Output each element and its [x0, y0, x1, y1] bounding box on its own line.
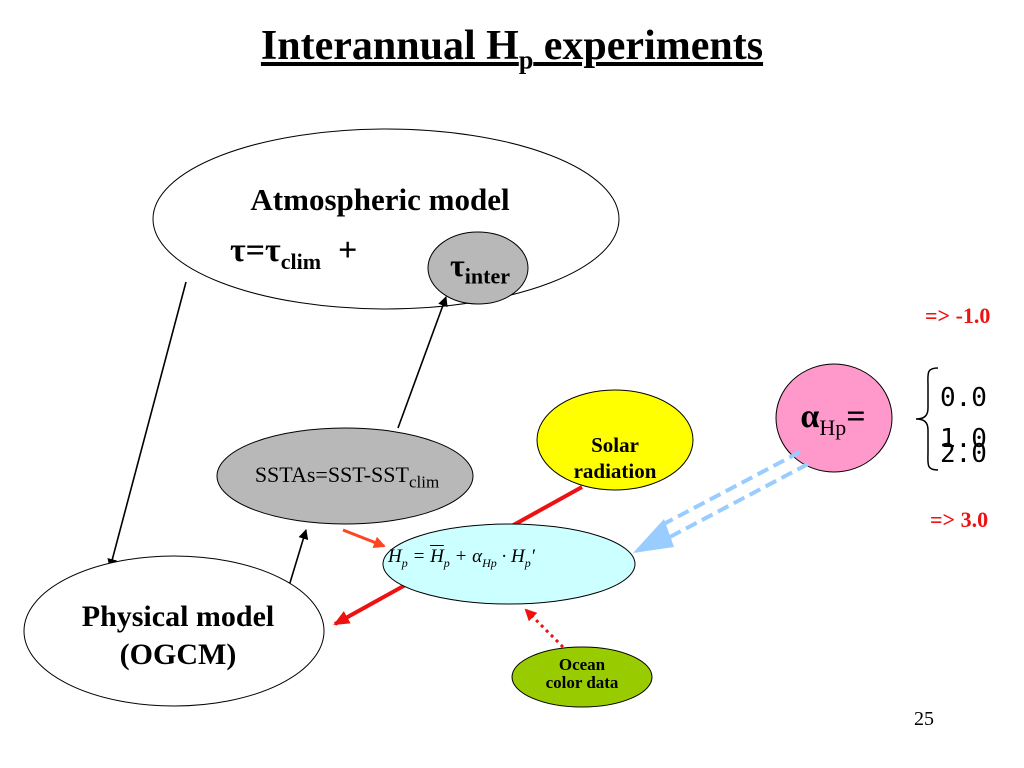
- alpha-value-2: 2.0: [940, 439, 987, 469]
- ssta-ellipse: [216, 427, 474, 525]
- solar-line2: radiation: [573, 459, 657, 483]
- physical-model-label: Physical model (OGCM): [28, 598, 328, 674]
- alpha-value-0: 0.0: [940, 383, 987, 413]
- physical-model-line1: Physical model: [81, 600, 275, 633]
- solar-radiation-ellipse: [536, 389, 694, 491]
- hp-formula: Hp = Hp + αHp · Hp′: [388, 546, 535, 570]
- alpha-hp-label: αHp=: [800, 398, 866, 440]
- ssta-label: SSTAs=SST-SSTclim: [254, 462, 440, 492]
- ocean-line2: color data: [545, 673, 619, 692]
- page-number: 25: [914, 708, 934, 730]
- solar-line1: Solar: [591, 433, 639, 457]
- alpha-value-1: 1.0: [940, 424, 987, 454]
- tau-inter-ellipse: [427, 231, 529, 305]
- ocean-line1: Ocean: [558, 655, 606, 674]
- tau-equation: τ=τclim +: [230, 232, 358, 274]
- alpha-to-formula-line-b: [667, 462, 809, 540]
- ocean-color-ellipse: [511, 646, 653, 708]
- tau-inter-label: τinter: [450, 247, 510, 289]
- ocean-to-ssta-arrow: [288, 529, 309, 587]
- ssta-to-formula-arrow: [342, 528, 386, 548]
- note-three: => 3.0: [930, 507, 989, 532]
- alpha-to-formula-line-a: [659, 450, 801, 528]
- alpha-ellipse: [775, 363, 893, 473]
- physical-model-line2: (OGCM): [119, 638, 237, 671]
- note-minus-one: => -1.0: [925, 303, 991, 328]
- formula-ellipse: [382, 523, 636, 605]
- atmosphere-to-ocean-arrow: [107, 281, 187, 569]
- slide-title: Interannual Hp experiments: [260, 23, 764, 75]
- physical-model-ellipse: [23, 555, 325, 707]
- ocean-color-to-formula-arrow: [524, 608, 565, 649]
- atmospheric-model-ellipse: [152, 128, 620, 310]
- alpha-to-formula-arrowhead: [633, 519, 674, 553]
- ssta-to-tau-inter-arrow: [397, 296, 448, 429]
- atmospheric-model-label: Atmospheric model: [250, 182, 510, 217]
- ocean-color-label: Ocean color data: [512, 656, 652, 692]
- left-brace-icon: [915, 367, 939, 471]
- solar-radiation-label: Solar radiation: [540, 432, 690, 484]
